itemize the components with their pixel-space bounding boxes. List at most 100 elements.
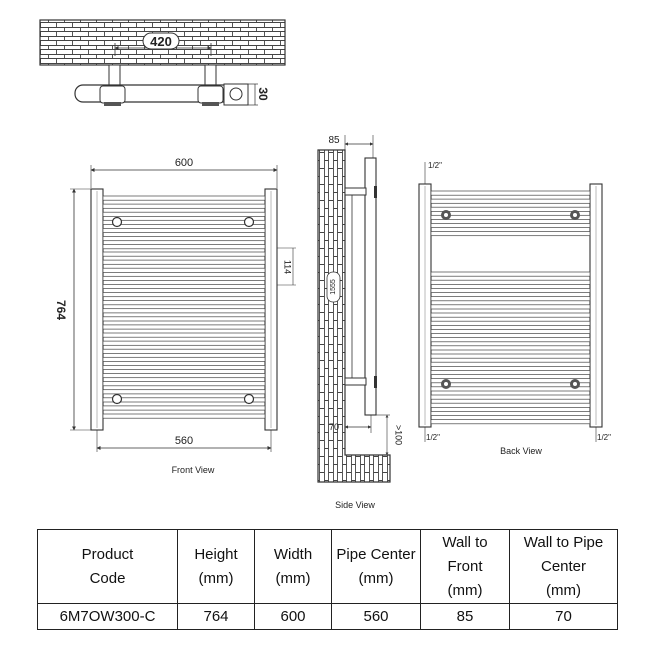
header-pipe-center: Pipe Center(mm) <box>331 529 421 604</box>
rail-bar <box>430 378 591 384</box>
rail-bar <box>102 228 266 233</box>
front-view-title: Front View <box>172 465 215 475</box>
rail-bar <box>430 394 591 400</box>
front-bars <box>102 195 266 419</box>
rail-bar <box>102 275 266 281</box>
mount-point <box>111 393 123 405</box>
rail-bar <box>430 419 591 425</box>
rail-bar <box>102 340 266 346</box>
back-bars <box>430 190 591 425</box>
rail-bar <box>102 405 266 411</box>
back-bottom-right-fitting-label: 1/2" <box>597 433 611 442</box>
rail-bar <box>102 284 266 289</box>
rail-bar <box>102 389 266 395</box>
rail-bar <box>430 329 591 334</box>
side-radiator <box>364 157 377 416</box>
rail-bar <box>102 413 266 419</box>
cell-width: 600 <box>254 603 332 630</box>
side-view: 85 1555 70 >100 Side View <box>317 135 404 510</box>
back-view: 1/2" 1/2" 1/2" Back View <box>418 161 611 456</box>
spec-data-row: 6M7OW300-C 764 600 560 85 70 <box>37 603 618 630</box>
header-height: Height(mm) <box>177 529 255 604</box>
side-view-wall <box>317 149 391 483</box>
mount-point <box>111 216 123 228</box>
rail-bar <box>102 236 266 242</box>
side-pipe-label: 70 <box>329 422 339 432</box>
cell-height: 764 <box>177 603 255 630</box>
rail-bar <box>430 402 591 408</box>
rail-bar <box>102 259 266 265</box>
rail-bar <box>102 195 266 201</box>
cell-product-code: 6M7OW300-C <box>37 603 178 630</box>
rail-bar <box>430 304 591 310</box>
rail-bar <box>102 308 266 314</box>
back-bracket <box>441 379 451 389</box>
technical-drawing: 420 30 600 764 <box>39 19 611 510</box>
rail-bar <box>102 316 266 322</box>
rail-bar <box>102 348 266 354</box>
front-view: 600 764 114 560 Front View <box>54 157 296 475</box>
rail-bar <box>102 267 266 273</box>
rail-bar <box>430 223 591 228</box>
rail-bar <box>430 231 591 237</box>
mount-point <box>243 393 255 405</box>
cell-wall-to-pipe-center: 70 <box>509 603 618 630</box>
rail-bar <box>430 279 591 285</box>
rail-bar <box>102 219 266 225</box>
rail-bar <box>430 206 591 212</box>
header-width: Width(mm) <box>254 529 332 604</box>
rail-bar <box>102 332 266 338</box>
rail-bar <box>102 324 266 330</box>
cell-wall-to-front: 85 <box>420 603 510 630</box>
back-bottom-left-fitting-label: 1/2" <box>426 433 440 442</box>
back-bracket <box>441 210 451 220</box>
rail-bar <box>102 356 266 362</box>
side-view-title: Side View <box>335 500 375 510</box>
back-bracket <box>570 210 580 220</box>
rail-bar <box>430 271 591 277</box>
front-gap-label: 114 <box>283 260 293 274</box>
rail-bar <box>430 361 591 367</box>
rail-bar <box>102 373 266 379</box>
top-width-label: 420 <box>150 34 172 49</box>
back-top-fitting-label: 1/2" <box>428 161 442 170</box>
rail-bar <box>102 211 266 217</box>
rail-bar <box>430 337 591 343</box>
back-view-title: Back View <box>500 446 542 456</box>
rail-bar <box>430 386 591 392</box>
rail-bar <box>430 320 591 326</box>
rail-bar <box>430 345 591 351</box>
rail-bar <box>102 203 266 209</box>
rail-bar <box>102 365 266 370</box>
rail-bar <box>102 251 266 257</box>
rail-bar <box>102 381 266 387</box>
front-height-label: 764 <box>54 300 68 320</box>
rail-bar <box>430 288 591 293</box>
rail-bar <box>430 353 591 359</box>
rail-bar <box>102 300 266 306</box>
rail-bar <box>102 244 266 250</box>
rail-bar <box>102 292 266 298</box>
front-pipe-center-label: 560 <box>175 435 193 447</box>
back-bracket <box>570 379 580 389</box>
mount-point <box>243 216 255 228</box>
rail-bar <box>430 312 591 318</box>
side-height-label: 1555 <box>330 279 337 295</box>
rail-bar <box>430 214 591 220</box>
side-floor-label: >100 <box>394 425 404 445</box>
rail-bar <box>430 411 591 416</box>
side-front-label: 85 <box>328 135 340 146</box>
top-depth-label: 30 <box>256 87 270 101</box>
rail-bar <box>102 397 266 403</box>
cell-pipe-center: 560 <box>331 603 421 630</box>
rail-bar <box>430 198 591 204</box>
rail-bar <box>430 190 591 196</box>
rail-bar <box>430 296 591 302</box>
front-width-label: 600 <box>175 157 193 169</box>
rail-bar <box>430 370 591 375</box>
